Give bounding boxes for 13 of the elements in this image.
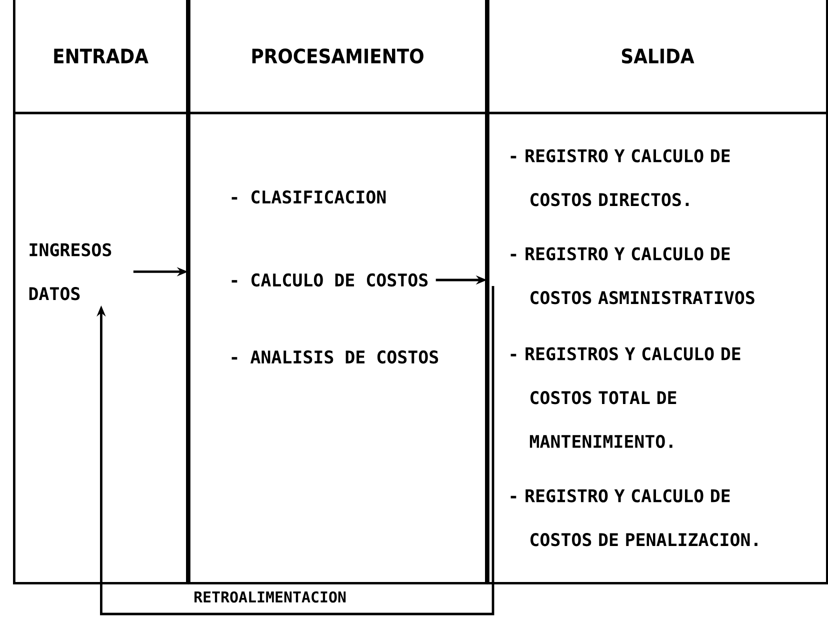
arrow — [96, 286, 494, 616]
list-item: - REGISTROS Y CALCULO DE COSTOS TOTAL DE MANTENIMIENTO. — [510, 347, 740, 448]
list-item: - REGISTRO Y CALCULO DE COSTOS ASMINISTRATIVOS — [510, 247, 754, 304]
input-text: INGRESOS DATOS — [29, 243, 112, 300]
list-item: - REGISTRO Y CALCULO DE COSTOS DE PENALIZACION. — [510, 489, 758, 546]
list-item: - ANALISIS DE COSTOS — [232, 350, 438, 364]
column-header: PROCESAMIENTO — [252, 48, 424, 64]
list-item: - REGISTRO Y CALCULO DE COSTOS DIRECTOS. — [510, 149, 730, 206]
list-item: - CLASIFICACION — [232, 190, 386, 204]
edge-label: RETROALIMENTACION — [192, 590, 348, 604]
column-header: ENTRADA — [54, 48, 148, 64]
list-item: - CALCULO DE COSTOS — [232, 273, 428, 287]
column-header: SALIDA — [622, 48, 694, 64]
